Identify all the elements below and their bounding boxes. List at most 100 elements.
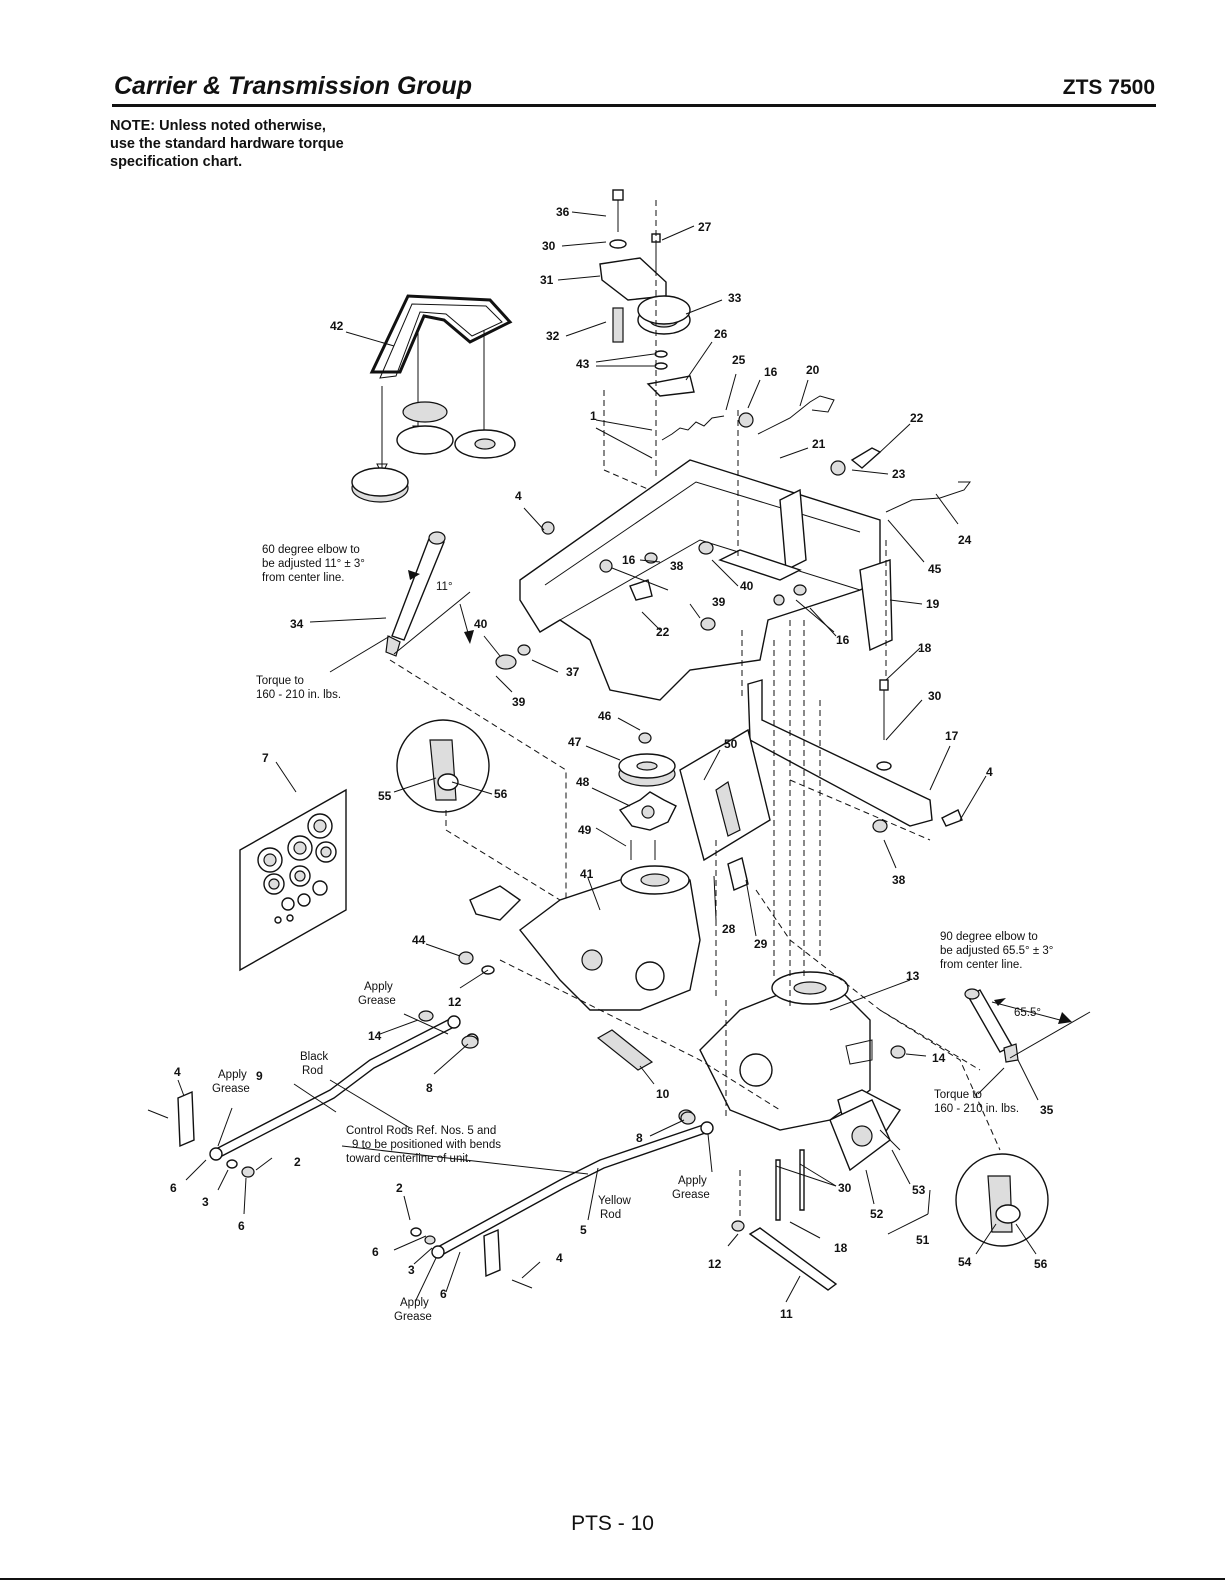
part-label: 6 (238, 1219, 245, 1233)
part-label: 18 (918, 641, 932, 655)
part-label: 6 (372, 1245, 379, 1259)
part-label: 46 (598, 709, 612, 723)
part-label: 40 (474, 617, 488, 631)
torque-note: NOTE: Unless noted otherwise, use the st… (110, 117, 410, 171)
part-label: 2 (396, 1181, 403, 1195)
control-rods-note: 9 to be positioned with bends (352, 1139, 501, 1151)
part-label: 21 (812, 437, 826, 451)
part-label: 1 (590, 409, 597, 423)
part-label: 25 (732, 353, 746, 367)
callout-texts: 60 degree elbow to be adjusted 11° ± 3° … (212, 544, 1053, 1323)
part-label: 5 (580, 1223, 587, 1237)
grease-note: Apply (678, 1175, 707, 1187)
elbow-60-note: be adjusted 11° ± 3° (262, 558, 365, 570)
part-label: 16 (764, 365, 778, 379)
detail-circle-lower (955, 1153, 1049, 1247)
part-label: 56 (1034, 1257, 1048, 1271)
part-label: 55 (378, 789, 392, 803)
part-label: 6 (170, 1181, 177, 1195)
part-label: 39 (512, 695, 526, 709)
part-label: 27 (698, 220, 712, 234)
grease-note: Grease (672, 1189, 710, 1201)
part-label: 30 (838, 1181, 852, 1195)
part-label: 51 (916, 1233, 930, 1247)
torque-note-left: Torque to (256, 675, 304, 687)
part-label: 13 (906, 969, 920, 983)
part-label: 18 (834, 1241, 848, 1255)
grease-note: Apply (218, 1069, 247, 1081)
part-label: 12 (708, 1257, 722, 1271)
angle-label: 65.5° (1014, 1007, 1041, 1019)
alignment-lines (389, 200, 1001, 1220)
part-label: 6 (440, 1287, 447, 1301)
part-label: 42 (330, 319, 344, 333)
grease-note: Apply (400, 1297, 429, 1309)
seal-kit (239, 788, 347, 972)
header-divider (112, 104, 1156, 107)
part-label: 30 (542, 239, 556, 253)
torque-note-right: Torque to (934, 1089, 982, 1101)
elbow-90-note: from center line. (940, 959, 1022, 971)
part-label: 48 (576, 775, 590, 789)
torque-note-right: 160 - 210 in. lbs. (934, 1103, 1019, 1115)
part-label: 19 (926, 597, 940, 611)
part-label: 40 (740, 579, 754, 593)
note-line: NOTE: Unless noted otherwise, (110, 118, 326, 134)
part-label: 4 (515, 489, 522, 503)
part-label: 44 (412, 933, 426, 947)
part-label: 14 (932, 1051, 946, 1065)
part-label: 14 (368, 1029, 382, 1043)
part-label: 3 (408, 1263, 415, 1277)
part-label: 4 (556, 1251, 563, 1265)
part-label: 4 (174, 1065, 181, 1079)
grease-note: Apply (364, 981, 393, 993)
page-title: Carrier & Transmission Group (114, 72, 472, 100)
part-label: 24 (958, 533, 972, 547)
left-transmission (469, 865, 701, 1011)
note-line: use the standard hardware torque (110, 136, 344, 152)
elbow-fitting-90 (964, 988, 1091, 1063)
part-label: 34 (290, 617, 304, 631)
part-label: 37 (566, 665, 580, 679)
part-label: 23 (892, 467, 906, 481)
part-label: 39 (712, 595, 726, 609)
part-label: 45 (928, 562, 942, 576)
elbow-90-note: 90 degree elbow to (940, 931, 1038, 943)
part-label: 16 (622, 553, 636, 567)
part-label: 3 (202, 1195, 209, 1209)
part-label: 38 (892, 873, 906, 887)
part-label: 41 (580, 867, 594, 881)
page-number: PTS - 10 (571, 1512, 654, 1535)
part-label: 30 (928, 689, 942, 703)
carrier-frame (495, 459, 963, 833)
part-label: 8 (636, 1131, 643, 1145)
footer-divider (0, 1578, 1225, 1580)
part-label: 38 (670, 559, 684, 573)
part-label: 16 (836, 633, 850, 647)
part-label: 43 (576, 357, 590, 371)
part-label: 20 (806, 363, 820, 377)
control-rods (147, 1015, 714, 1289)
rod-label: Rod (600, 1209, 621, 1221)
part-label: 50 (724, 737, 738, 751)
part-label: 54 (958, 1255, 972, 1269)
part-label: 28 (722, 922, 736, 936)
part-number-labels: 36 27 30 31 33 32 26 43 25 16 20 42 1 22… (170, 205, 1054, 1321)
part-label: 2 (294, 1155, 301, 1169)
part-label: 36 (556, 205, 570, 219)
grease-note: Grease (358, 995, 396, 1007)
part-label: 10 (656, 1087, 670, 1101)
part-label: 11 (780, 1307, 793, 1321)
part-label: 12 (448, 995, 462, 1009)
elbow-90-note: be adjusted 65.5° ± 3° (940, 945, 1053, 957)
leader-lines (177, 211, 1039, 1303)
model-number: ZTS 7500 (1062, 76, 1155, 99)
part-label: 56 (494, 787, 508, 801)
elbow-60-note: from center line. (262, 572, 344, 584)
part-label: 26 (714, 327, 728, 341)
angle-label: 11° (436, 581, 453, 593)
elbow-60-note: 60 degree elbow to (262, 544, 360, 556)
part-label: 49 (578, 823, 592, 837)
rod-label: Black (300, 1051, 328, 1063)
